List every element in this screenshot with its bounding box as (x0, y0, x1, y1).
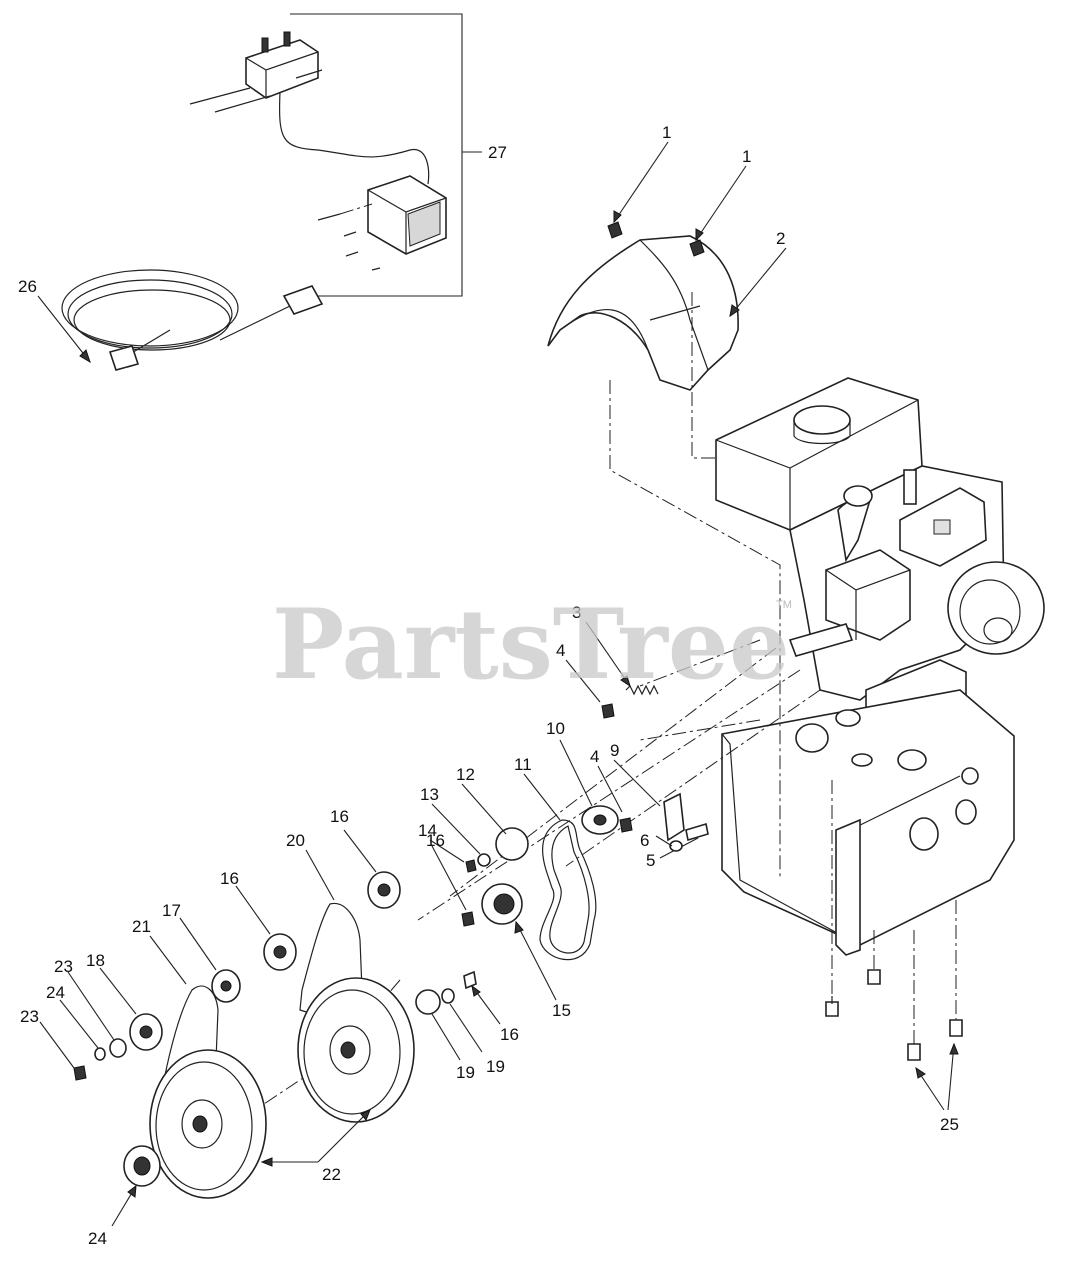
electric-starter-assembly: 27 (189, 13, 507, 297)
callout-27: 27 (488, 143, 507, 162)
callout-2: 2 (776, 229, 785, 248)
callout-16-a: 16 (330, 807, 349, 826)
callout-10: 12 (456, 765, 475, 784)
callout-18: 19 (456, 1063, 475, 1082)
callout-24: 24 (88, 1229, 107, 1248)
spacers: 16 16 17 18 (86, 807, 401, 1051)
callout-17: 19 (486, 1057, 505, 1076)
frame-plate (721, 689, 1015, 956)
callout-6: 6 (640, 831, 649, 850)
callout-14: 16 (500, 1025, 519, 1044)
callout-23: 23 (20, 1007, 39, 1026)
callout-26: 26 (18, 277, 37, 296)
callout-25: 25 (940, 1115, 959, 1134)
callout-8: 10 (546, 719, 565, 738)
idler-parts: 12 13 14 15 16 16 19 19 (415, 765, 571, 1082)
callout-1-left: 1 (662, 123, 671, 142)
pulley-fasteners: 23 24 23 24 (20, 957, 161, 1248)
callout-21: 23 (54, 957, 73, 976)
callout-5: 5 (646, 851, 655, 870)
callout-1-right: 1 (742, 147, 751, 166)
extension-cord: 26 (18, 269, 324, 371)
callout-19-upper: 20 (286, 831, 305, 850)
callout-20: 22 (322, 1165, 341, 1184)
engine (715, 377, 1045, 731)
cover-screws: 1 1 (607, 123, 751, 257)
callout-11: 13 (420, 785, 439, 804)
callout-12: 14 (418, 821, 437, 840)
watermark-trademark: TM (776, 599, 792, 611)
callout-3: 3 (572, 603, 581, 622)
callout-16-d: 18 (86, 951, 105, 970)
callout-22: 24 (46, 983, 65, 1002)
auger-pulleys: 22 (149, 977, 415, 1199)
callout-13: 15 (552, 1001, 571, 1020)
callout-4-lower: 4 (590, 747, 599, 766)
callout-16-b: 16 (220, 869, 239, 888)
callout-4-upper: 4 (556, 641, 565, 660)
belt-cover: 2 (547, 229, 787, 391)
callout-16-c: 17 (162, 901, 181, 920)
callout-15: 16 (426, 831, 445, 850)
callout-9: 11 (514, 755, 532, 774)
callout-19-lower: 21 (132, 917, 151, 936)
spring-and-brackets: 3 4 4 9 5 6 (556, 603, 709, 870)
belt-and-hub: 10 11 (514, 719, 619, 961)
watermark-text: PartsTree (272, 588, 790, 701)
frame-bolts: 25 (825, 969, 963, 1134)
callout-7: 9 (610, 741, 619, 760)
